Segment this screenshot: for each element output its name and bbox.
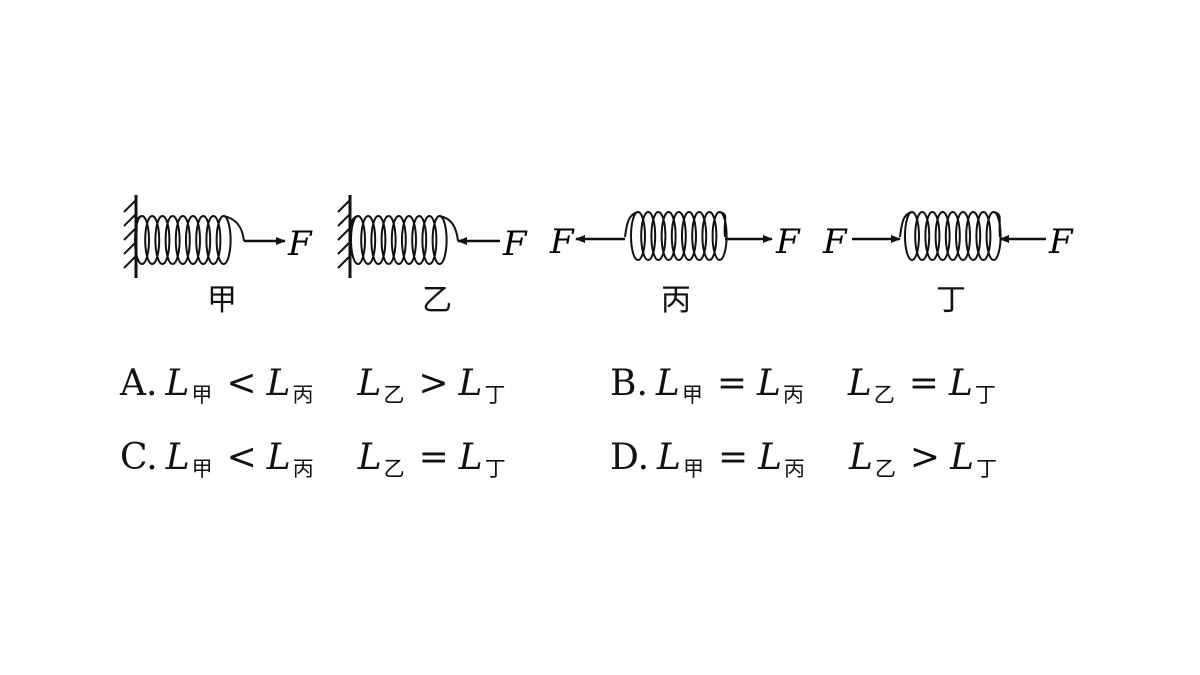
coil-loop [934,211,951,261]
coil-ding [899,211,1002,261]
coil-loop [360,215,377,265]
caption-jia: 甲 [207,283,237,318]
coil-loop [205,215,222,265]
coil-bing [624,211,728,261]
force-label-yi-right: F [502,224,528,264]
coil-loop [174,215,191,265]
spring-bing: F F [549,211,801,262]
coil-lead [624,211,727,238]
wall-hatch-jia [123,199,137,269]
spring-diagram: F F F F F F [123,195,1074,278]
caption-yi: 乙 [422,283,452,318]
coil-loop [164,215,181,265]
spring-jia: F [123,195,313,278]
coil-loop [215,215,232,265]
coil-loop [390,215,407,265]
option-letter: A. [120,363,158,404]
coil-loop [944,211,961,261]
coil-lead [899,211,1001,238]
coil-loop [640,211,657,261]
option-letter: D. [610,437,650,478]
coil-loop [701,211,718,261]
coil-loop [681,211,697,261]
coil-loop [975,211,992,261]
spring-ding: F F [822,211,1074,262]
force-label-bing-right: F [775,222,801,262]
coil-loop [955,211,971,261]
option-letter: C. [120,437,158,478]
coil-jia [134,215,245,265]
coil-loop [195,215,212,265]
coil-loop [670,211,687,261]
coil-loop [154,215,171,265]
coil-loop [380,215,397,265]
coil-loop [965,211,982,261]
coil-loop [660,211,677,261]
coil-yi [349,215,459,265]
coil-loop [691,211,708,261]
wall-hatch-yi [337,199,351,269]
force-label-jia-right: F [287,224,313,264]
force-label-bing-left: F [549,222,575,262]
coil-loop [144,215,161,265]
coil-loop [985,211,1002,261]
caption-ding: 丁 [936,283,966,318]
spring-yi: F [337,195,528,278]
coil-loop [370,215,387,265]
coil-loop [421,215,438,265]
coil-loop [401,215,417,265]
caption-bing: 丙 [661,283,691,318]
coil-lead [135,215,245,242]
option-letter: B. [610,363,648,404]
coil-loop [650,211,667,261]
coil-loop [431,215,448,265]
coil-loop [185,215,201,265]
coil-loop [924,211,941,261]
force-label-ding-right: F [1048,222,1074,262]
force-label-ding-left: F [822,222,848,262]
coil-loop [411,215,428,265]
coil-loop [914,211,931,261]
